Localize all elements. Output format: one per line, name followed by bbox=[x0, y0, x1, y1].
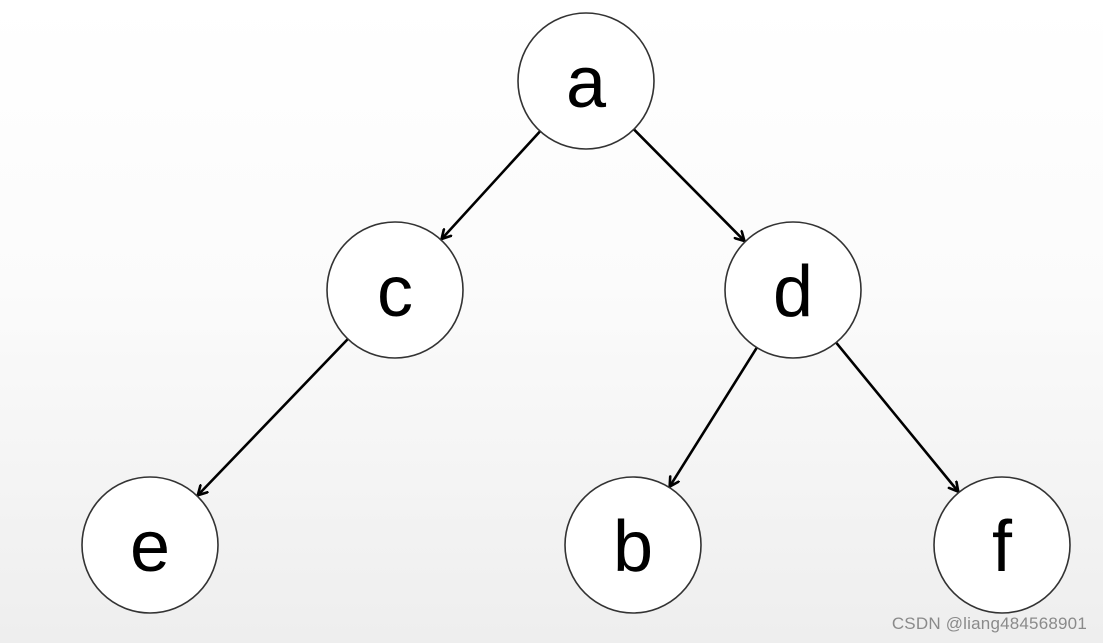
node-label-e: e bbox=[130, 507, 170, 587]
node-b: b bbox=[564, 476, 702, 614]
node-label-f: f bbox=[992, 507, 1013, 587]
node-label-d: d bbox=[773, 252, 813, 332]
watermark: CSDN @liang484568901 bbox=[891, 614, 1087, 633]
node-circle-f bbox=[933, 476, 1071, 614]
node-f: f bbox=[933, 476, 1071, 614]
node-c: c bbox=[326, 221, 464, 359]
nodes-layer: a c d e b f bbox=[81, 12, 1071, 614]
edge-d-to-f bbox=[834, 341, 960, 493]
node-d: d bbox=[724, 221, 862, 359]
edges-layer bbox=[196, 128, 960, 497]
node-circle-e bbox=[81, 476, 219, 614]
node-circle-a bbox=[517, 12, 655, 150]
edge-d-to-b bbox=[668, 346, 759, 488]
node-a: a bbox=[517, 12, 655, 150]
node-label-a: a bbox=[566, 43, 607, 123]
edge-a-to-d bbox=[632, 128, 746, 243]
node-e: e bbox=[81, 476, 219, 614]
node-circle-c bbox=[326, 221, 464, 359]
edge-c-to-e bbox=[196, 337, 350, 497]
node-label-b: b bbox=[613, 507, 653, 587]
node-label-c: c bbox=[377, 252, 413, 332]
node-circle-b bbox=[564, 476, 702, 614]
node-circle-d bbox=[724, 221, 862, 359]
edge-a-to-c bbox=[440, 129, 542, 241]
